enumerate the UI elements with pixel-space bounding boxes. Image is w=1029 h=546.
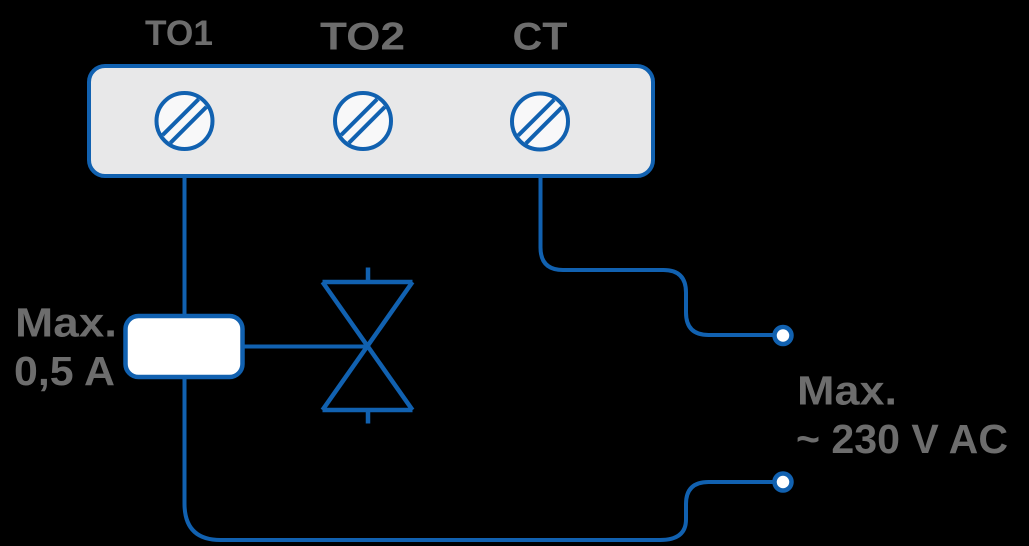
supply-rating-line1: Max. <box>797 368 897 414</box>
screw-slot-icon <box>161 97 208 145</box>
fuse-rating-line2: 0,5 A <box>14 348 115 394</box>
fuse-symbol <box>123 313 245 380</box>
wire-ct-to-supply <box>538 177 775 337</box>
supply-terminal-dot-upper <box>772 324 794 347</box>
screw-terminal-to1 <box>154 91 215 151</box>
screw-slot-icon <box>516 98 564 145</box>
screw-icon <box>154 91 215 151</box>
supply-rating-label: Max. ~ 230 V AC <box>796 368 1008 463</box>
supply-terminal-dot-lower <box>772 471 794 493</box>
screw-terminal-ct <box>510 91 570 152</box>
terminal-label-ct: CT <box>513 16 568 59</box>
screw-icon <box>333 91 393 151</box>
terminal-label-to2: TO2 <box>320 16 405 59</box>
fuse-rating-line1: Max. <box>15 300 117 346</box>
fuse-rating-label: Max. 0,5 A <box>14 300 117 395</box>
triac-symbol <box>320 267 415 424</box>
screw-terminal-to2 <box>333 91 393 151</box>
triac-diagonal-right <box>320 280 415 412</box>
terminal-label-to1: TO1 <box>145 14 213 53</box>
supply-rating-line2: ~ 230 V AC <box>796 416 1008 462</box>
screw-icon <box>510 91 570 152</box>
screw-slot-icon <box>339 97 387 145</box>
terminal-block <box>87 64 655 178</box>
wire-to1-to-supply <box>182 177 775 542</box>
